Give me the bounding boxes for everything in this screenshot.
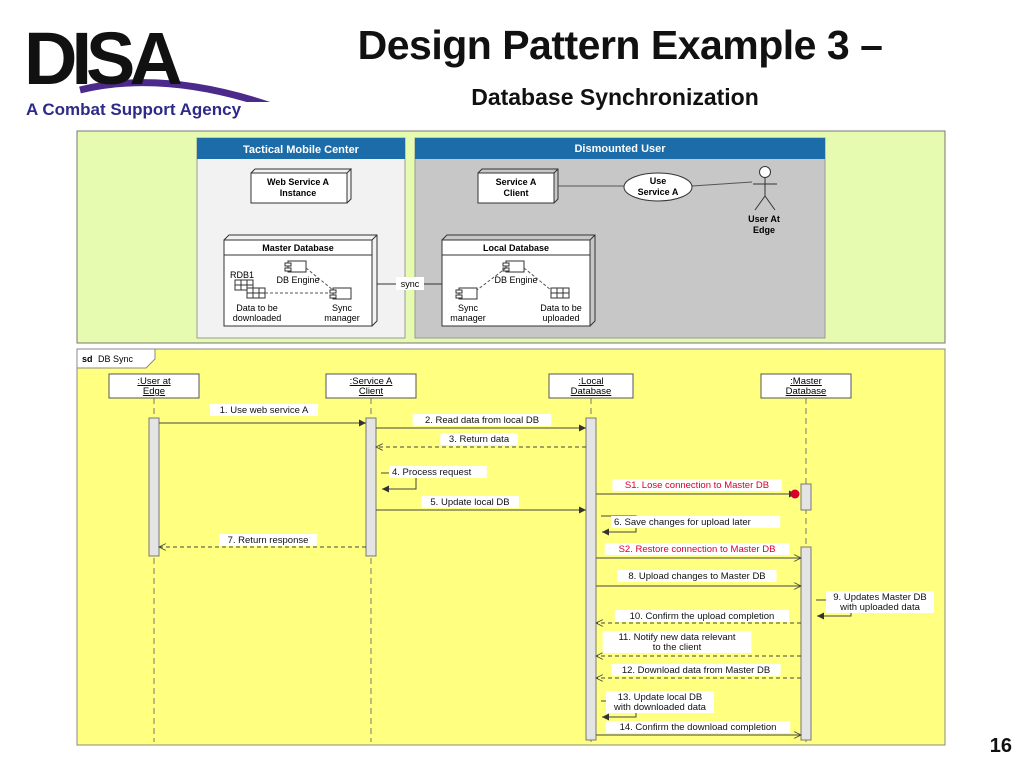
service-client-box [477,172,555,204]
lifeline-label-2-1: Database [571,386,612,397]
local-db-engine: DB Engine [494,275,537,285]
lifeline-head-1 [325,373,417,399]
message-8: 7. Return response [159,534,366,547]
lifeline-label-3-1: Database [786,386,827,397]
message-16: 14. Confirm the download completion [596,721,801,735]
local-db-left-2: manager [450,313,486,323]
master-db-engine: DB Engine [276,275,319,285]
web-service-label-2: Instance [280,188,317,198]
lifeline-label-2-0: :Local [578,376,603,387]
message-label: 7. Return response [228,535,309,546]
activation-bar [365,417,377,557]
message-label: 9. Updates Master DB [833,592,926,603]
local-db-title: Local Database [483,243,549,253]
lost-connection-dot [790,489,800,499]
master-db-right-2: manager [324,313,360,323]
sequence-frame [76,348,946,746]
logo-text: DISA [24,17,181,100]
actor-label-2: Edge [753,225,775,235]
message-label: 11. Notify new data relevant [618,632,735,643]
message-3: 3. Return data [376,433,586,447]
frame-label: sd DB Sync [82,354,134,364]
table-grid-icon [550,287,570,299]
lifeline-label-0-0: :User at [137,376,171,387]
message-label: 10. Confirm the upload completion [630,611,775,622]
slide-subtitle: Database Synchronization [471,84,759,110]
message-5: S1. Lose connection to Master DB [596,479,796,498]
message-label: 3. Return data [449,434,510,445]
local-db-node [441,234,596,327]
sync-label: sync [401,279,420,289]
activation-bar [800,546,812,741]
disa-logo: DISA [24,17,271,102]
message-label: 8. Upload changes to Master DB [628,571,765,582]
message-10: 8. Upload changes to Master DB [596,570,801,586]
table-grid-icon [234,279,266,299]
web-service-label-1: Web Service A [267,177,330,187]
master-db-rdb: RDB1 [230,270,254,280]
page-number: 16 [989,735,1012,757]
activation-bar [800,483,812,511]
actor-label-1: User At [748,214,780,224]
message-label: 2. Read data from local DB [425,415,539,426]
message-label: 14. Confirm the download completion [620,722,777,733]
message-6: 5. Update local DB [376,496,586,514]
use-case-label-2: Service A [638,187,679,197]
lifeline-head-2 [548,373,634,399]
logo-swoosh [79,79,271,102]
message-label: S2. Restore connection to Master DB [619,544,776,555]
tmc-header [197,138,405,159]
message-1: 1. Use web service A [159,404,366,427]
service-client-label-1: Service A [496,177,537,187]
lifeline-head-3 [760,373,852,399]
master-db-title: Master Database [262,243,334,253]
message-label: 4. Process request [392,467,472,478]
message-label: 5. Update local DB [430,497,509,508]
service-client-label-2: Client [503,188,528,198]
messages: 1. Use web service A 2. Read data from lo… [159,404,934,735]
agency-tagline: A Combat Support Agency [26,100,242,119]
activation-bar [585,417,597,741]
message-label: with downloaded data [613,702,707,713]
lifeline-label-1-1: Client [359,386,384,397]
du-header [415,138,825,159]
use-case-label-1: Use [650,176,667,186]
message-label: 6. Save changes for upload later [614,517,751,528]
message-label: to the client [653,642,702,653]
local-db-right-2: uploaded [542,313,579,323]
message-label: S1. Lose connection to Master DB [625,480,769,491]
lifeline-label-3-0: :Master [790,376,822,387]
message-7: 6. Save changes for upload later [601,515,781,536]
lifeline-head-0 [108,373,200,399]
local-db-right-1: Data to be [540,303,582,313]
activations [148,417,812,741]
tmc-title: Tactical Mobile Center [243,144,360,156]
message-label: 13. Update local DB [618,692,703,703]
message-label: 1. Use web service A [220,405,309,416]
web-service-box [250,172,348,204]
use-case-ellipse [623,172,693,202]
activation-bar [148,417,160,557]
du-title: Dismounted User [574,143,666,155]
master-db-right-1: Sync [332,303,353,313]
message-4: 4. Process request [381,466,487,493]
lifeline-label-1-0: :Service A [350,376,393,387]
message-12: 10. Confirm the upload completion [596,610,801,623]
slide-title: Design Pattern Example 3 – [357,22,883,68]
message-2: 2. Read data from local DB [376,414,586,432]
lifeline-label-0-1: Edge [143,386,165,397]
master-db-left-1: Data to be [236,303,278,313]
local-db-left-1: Sync [458,303,479,313]
message-label: 12. Download data from Master DB [622,665,770,676]
message-14: 12. Download data from Master DB [596,664,801,678]
frame-tab [76,348,156,369]
actor-stick-figure [753,166,777,211]
message-9: S2. Restore connection to Master DB [596,543,801,558]
master-db-left-2: downloaded [233,313,282,323]
message-label: with uploaded data [839,602,920,613]
